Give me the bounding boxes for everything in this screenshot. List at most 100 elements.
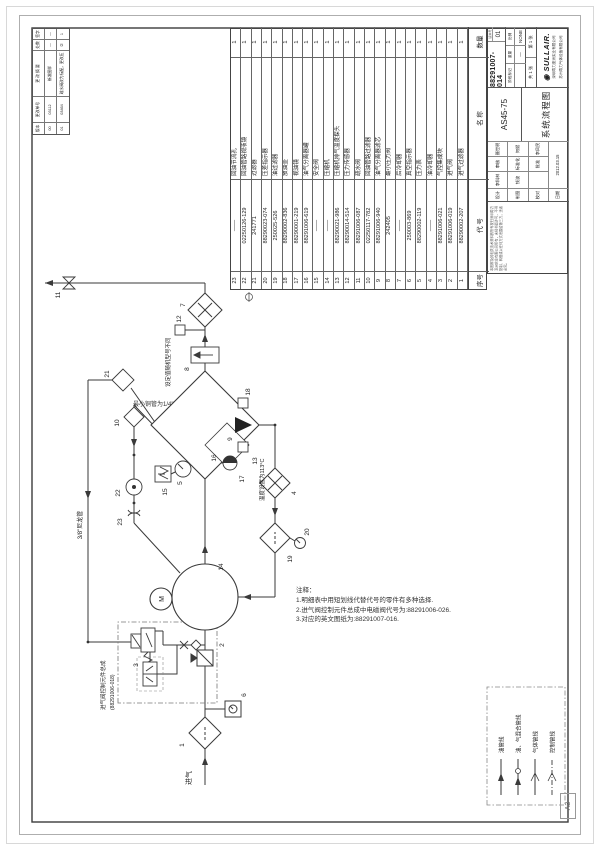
bom-cell: 250025-526 [272, 179, 283, 271]
label-18: 18 [245, 388, 252, 396]
sheet-count-row: 共 1 张 第 1 张 [526, 27, 537, 87]
bom-cell: 1 [282, 27, 293, 57]
rev-cell: 新发图样 [45, 50, 57, 96]
oil-filter-symbol [259, 522, 291, 554]
label-6: 6 [241, 693, 248, 697]
label-11: 11 [55, 291, 62, 298]
vacuum-indicator-symbol [224, 700, 242, 718]
bom-cell: 88290002-836 [282, 179, 293, 271]
bom-cell: 1 [251, 27, 262, 57]
note-line: 注释： [296, 587, 316, 594]
intake-valve-assembly-box [117, 621, 218, 704]
bom-cell: 油气分离器罐 [303, 57, 314, 179]
bom-cell: 4 [426, 271, 438, 289]
signoff-cell: 标准化 [508, 156, 529, 171]
label-2: 2 [219, 643, 226, 647]
bom-cell: 18 [282, 271, 293, 289]
bom-cell: 13 [334, 271, 345, 289]
signoff-cell: 2012.03.15 [548, 141, 569, 188]
disclaimer-text: 本图样及其相关技术资料的所有权归深圳寿力亚洲实业有限公司所有，未经书面许可，不得… [490, 206, 508, 271]
sheet-title: 系统流程图 [540, 90, 551, 139]
name-cell: AS45-75 系统流程图 [488, 87, 569, 141]
bom-cell: 88290001-219 [292, 179, 304, 271]
page-edge [6, 6, 594, 844]
signoff-cell [528, 171, 549, 188]
signoff-cell: 钱波 [508, 171, 529, 188]
model-number: AS45-75 [488, 88, 522, 141]
intake-valve-symbol [190, 649, 214, 667]
label-21: 21 [104, 370, 111, 378]
bom-cell: 241771 [251, 179, 262, 271]
weight-value: — [515, 45, 526, 63]
bom-cell: 6 [406, 271, 417, 289]
note-line: 2.进气阀控制元件总成中电磁阀代号为:88291006-026. [296, 606, 451, 614]
bom-cell: 1 [447, 27, 458, 57]
bom-cell: 进气过滤器 [457, 57, 468, 179]
signoff-cell: 李科林 [488, 171, 509, 188]
label-12: 12 [176, 315, 183, 323]
bom-header-name: 名 称 [469, 57, 489, 179]
rev-h-sign: 签字 [33, 29, 45, 39]
bom-cell: 1 [395, 27, 407, 57]
inner-frame [31, 27, 569, 823]
motor-label: M [159, 596, 166, 602]
schematic: 1 2 3 4 5 6 7 8 9 10 11 12 13 14 15 16 1… [19, 15, 581, 835]
bom-cell: 1 [344, 27, 355, 57]
signoff-cell: 何斌 [508, 141, 529, 156]
version-value: 01 [496, 30, 502, 38]
revision-row: 01 03464 疏水阀改为标配，更改压 ② 1 [57, 29, 69, 134]
bom-cell: 1 [426, 27, 438, 57]
oil-drain-pot-symbol [237, 397, 249, 409]
diagram-annotations: 进气 3/8"尼龙管 温度设置为113°C 设定值随机型号不同 进气阀控制元件总… [76, 337, 266, 785]
rev-cell: 疏水阀改为标配，更改压 [57, 50, 69, 96]
revision-header: 版本 更改单号 更 改 摘 要 处数 签字 [33, 29, 45, 134]
bom-cell: 7 [395, 271, 407, 289]
legend-oilgas-line: 油、气混合管线 [515, 714, 523, 753]
disclaimer-cell: 本图样及其相关技术资料的所有权归深圳寿力亚洲实业有限公司所有，未经书面许可，不得… [488, 201, 569, 273]
company-line-2: 苏州寿力气体设备有限公司 [558, 35, 563, 79]
rev-cell: — [45, 29, 57, 39]
return-filter-symbol [123, 406, 145, 428]
bom-cell: 压力表 [416, 57, 427, 179]
bom-cell: 5 [416, 271, 427, 289]
sheet-size-badge: A3 [560, 793, 576, 819]
flow-arrows [45, 280, 278, 765]
logo-cell: ◉ SULLAIR. 深圳寿力亚洲实业有限公司 苏州寿力气体设备有限公司 [537, 27, 569, 87]
bom-cell: 1 [457, 27, 468, 57]
oil-cooler-symbol [259, 467, 291, 499]
bom-cell: 242405 [385, 179, 396, 271]
bom-cell: 油过滤器 [272, 57, 283, 179]
compressor-symbol [149, 563, 239, 631]
bom-header-qty: 数量 [477, 35, 484, 49]
bom-cell: 真空指示器 [406, 57, 417, 179]
bom-cell: 压缩机 [323, 57, 335, 179]
solenoid-subbox [136, 656, 164, 692]
projection-symbol [245, 292, 253, 302]
bom-cell: —— [426, 179, 438, 271]
label-3: 3 [133, 663, 140, 667]
bom-cell: 17 [292, 271, 304, 289]
scavenge-filter-symbol [111, 368, 135, 392]
rev-h-version: 版本 [33, 122, 45, 134]
sheet-total: 共 1 张 [526, 57, 536, 87]
bom-cell: 88291006-940 [375, 179, 386, 271]
bom-cell: 1 [406, 27, 417, 57]
brand-logo: ◉ SULLAIR. [542, 33, 551, 81]
bom-cell: 1 [231, 27, 242, 57]
bom-cell: 3 [437, 271, 448, 289]
bom-cell: 1 [241, 27, 252, 57]
bom-cell: 进气阀 [447, 57, 458, 179]
note-line: 3.对应的英文图纸为:88291007-016. [296, 616, 399, 624]
rev-h-count: 处数 [33, 39, 45, 50]
bom-cell: 2 [447, 271, 458, 289]
label-22: 22 [115, 489, 122, 497]
bom-cell: 后冷却器 [395, 57, 407, 179]
label-7: 7 [180, 303, 187, 307]
legend-oil-line: 油管线 [498, 736, 506, 753]
title-block: 本图样及其相关技术资料的所有权归深圳寿力亚洲实业有限公司所有，未经书面许可，不得… [487, 27, 569, 274]
bom-cell: 压力传感器 [344, 57, 355, 179]
intake-filter-symbol [188, 716, 222, 750]
bom-cell: 14 [323, 271, 335, 289]
